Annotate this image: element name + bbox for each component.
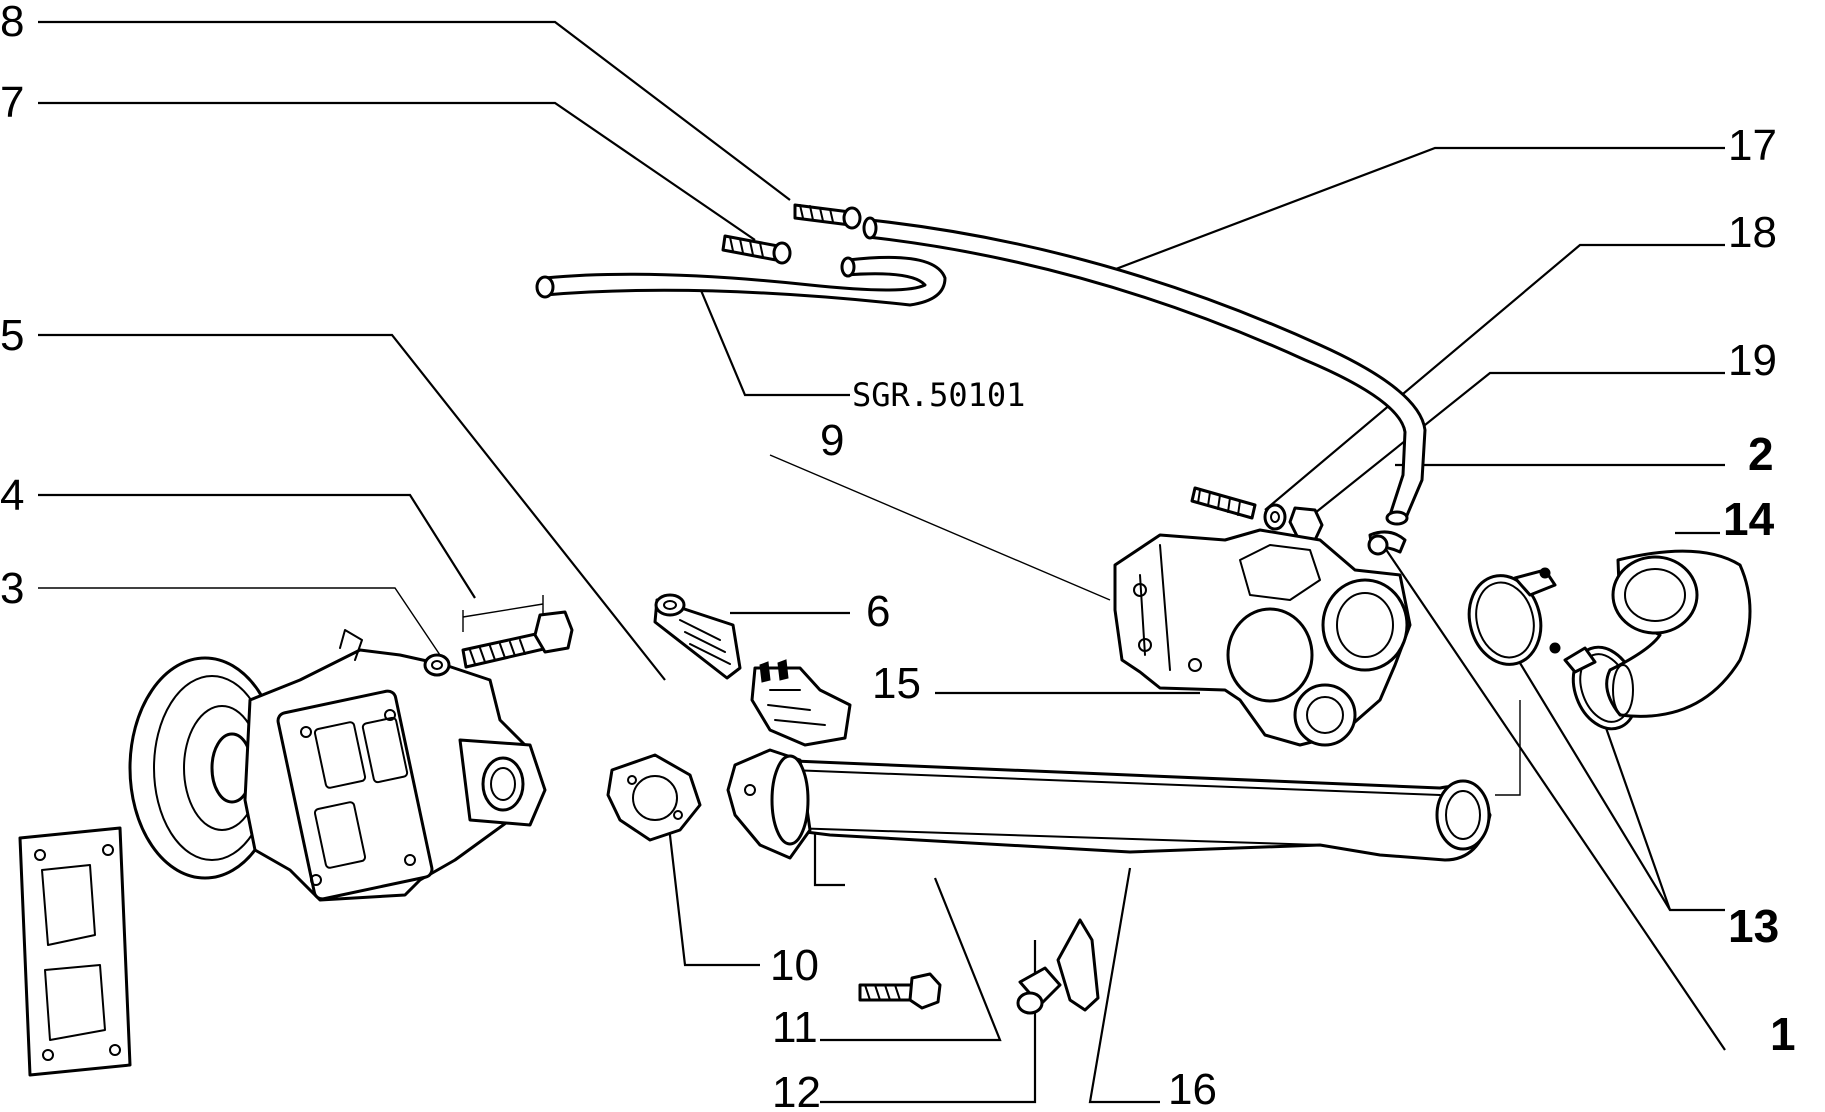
- water-pump: [128, 629, 547, 902]
- sensor-5: [750, 659, 852, 747]
- callout-7: 7: [0, 78, 24, 127]
- hose-sgr: [535, 255, 947, 307]
- leader-5: [38, 333, 666, 681]
- callout-19: 19: [1728, 336, 1777, 385]
- callout-13: 13: [1728, 900, 1779, 952]
- parts: [18, 203, 1752, 1077]
- callout-6: 6: [866, 587, 890, 636]
- callout-18: 18: [1728, 208, 1777, 257]
- leader-10: [666, 817, 760, 967]
- bolt-4: [461, 610, 574, 669]
- pump-gasket: [18, 826, 132, 1077]
- callout-5: 5: [0, 311, 24, 360]
- callout-1: 1: [1770, 1008, 1796, 1060]
- leader-4: [38, 493, 476, 599]
- bolt-11: [858, 972, 942, 1010]
- leader-3: [38, 587, 441, 656]
- washer-18: [1263, 503, 1287, 531]
- leader-lines: [38, 20, 1726, 1104]
- thermostat-housing-15: [1113, 528, 1412, 747]
- clamp-13a: [1467, 567, 1557, 666]
- callout-11: 11: [772, 1003, 818, 1052]
- sleeve-6: [653, 593, 742, 680]
- leader-9: [769, 454, 1111, 601]
- gasket-10: [606, 753, 702, 842]
- callout-12: 12: [772, 1068, 821, 1112]
- leader-8: [38, 20, 791, 201]
- leader-19: [1299, 371, 1725, 526]
- bolt-7: [721, 234, 792, 265]
- hose-17: [862, 216, 1427, 526]
- bolt-8: [793, 203, 862, 230]
- callout-2: 2: [1748, 428, 1774, 480]
- washer-3: [423, 653, 451, 677]
- leader-18: [1264, 243, 1725, 511]
- leader-12: [820, 940, 1037, 1104]
- leader-11: [820, 877, 1002, 1042]
- stud-18: [1190, 486, 1257, 520]
- callout-9: 9: [820, 416, 844, 465]
- leader-sgr: [698, 287, 850, 397]
- leader-7: [38, 101, 756, 241]
- leader-17: [1099, 146, 1725, 277]
- pipe-16: [726, 748, 1492, 862]
- callout-10: 10: [770, 941, 819, 990]
- callout-3: 3: [0, 564, 24, 613]
- leader-16: [1088, 867, 1160, 1104]
- bleed-screw-12: [1016, 918, 1100, 1015]
- callout-14: 14: [1723, 493, 1775, 545]
- hose-elbow-14: [1605, 549, 1752, 718]
- leader-pipe-13: [1495, 700, 1521, 796]
- callout-17: 17: [1728, 121, 1777, 170]
- callout-8: 8: [0, 0, 24, 46]
- reference-label: SGR.50101: [852, 376, 1025, 414]
- dim-line-4: [462, 603, 544, 618]
- callout-4: 4: [0, 471, 24, 520]
- leader-1: [1384, 547, 1726, 1051]
- callout-16: 16: [1168, 1065, 1217, 1112]
- leader-13b: [1603, 724, 1672, 911]
- callout-15: 15: [872, 659, 921, 708]
